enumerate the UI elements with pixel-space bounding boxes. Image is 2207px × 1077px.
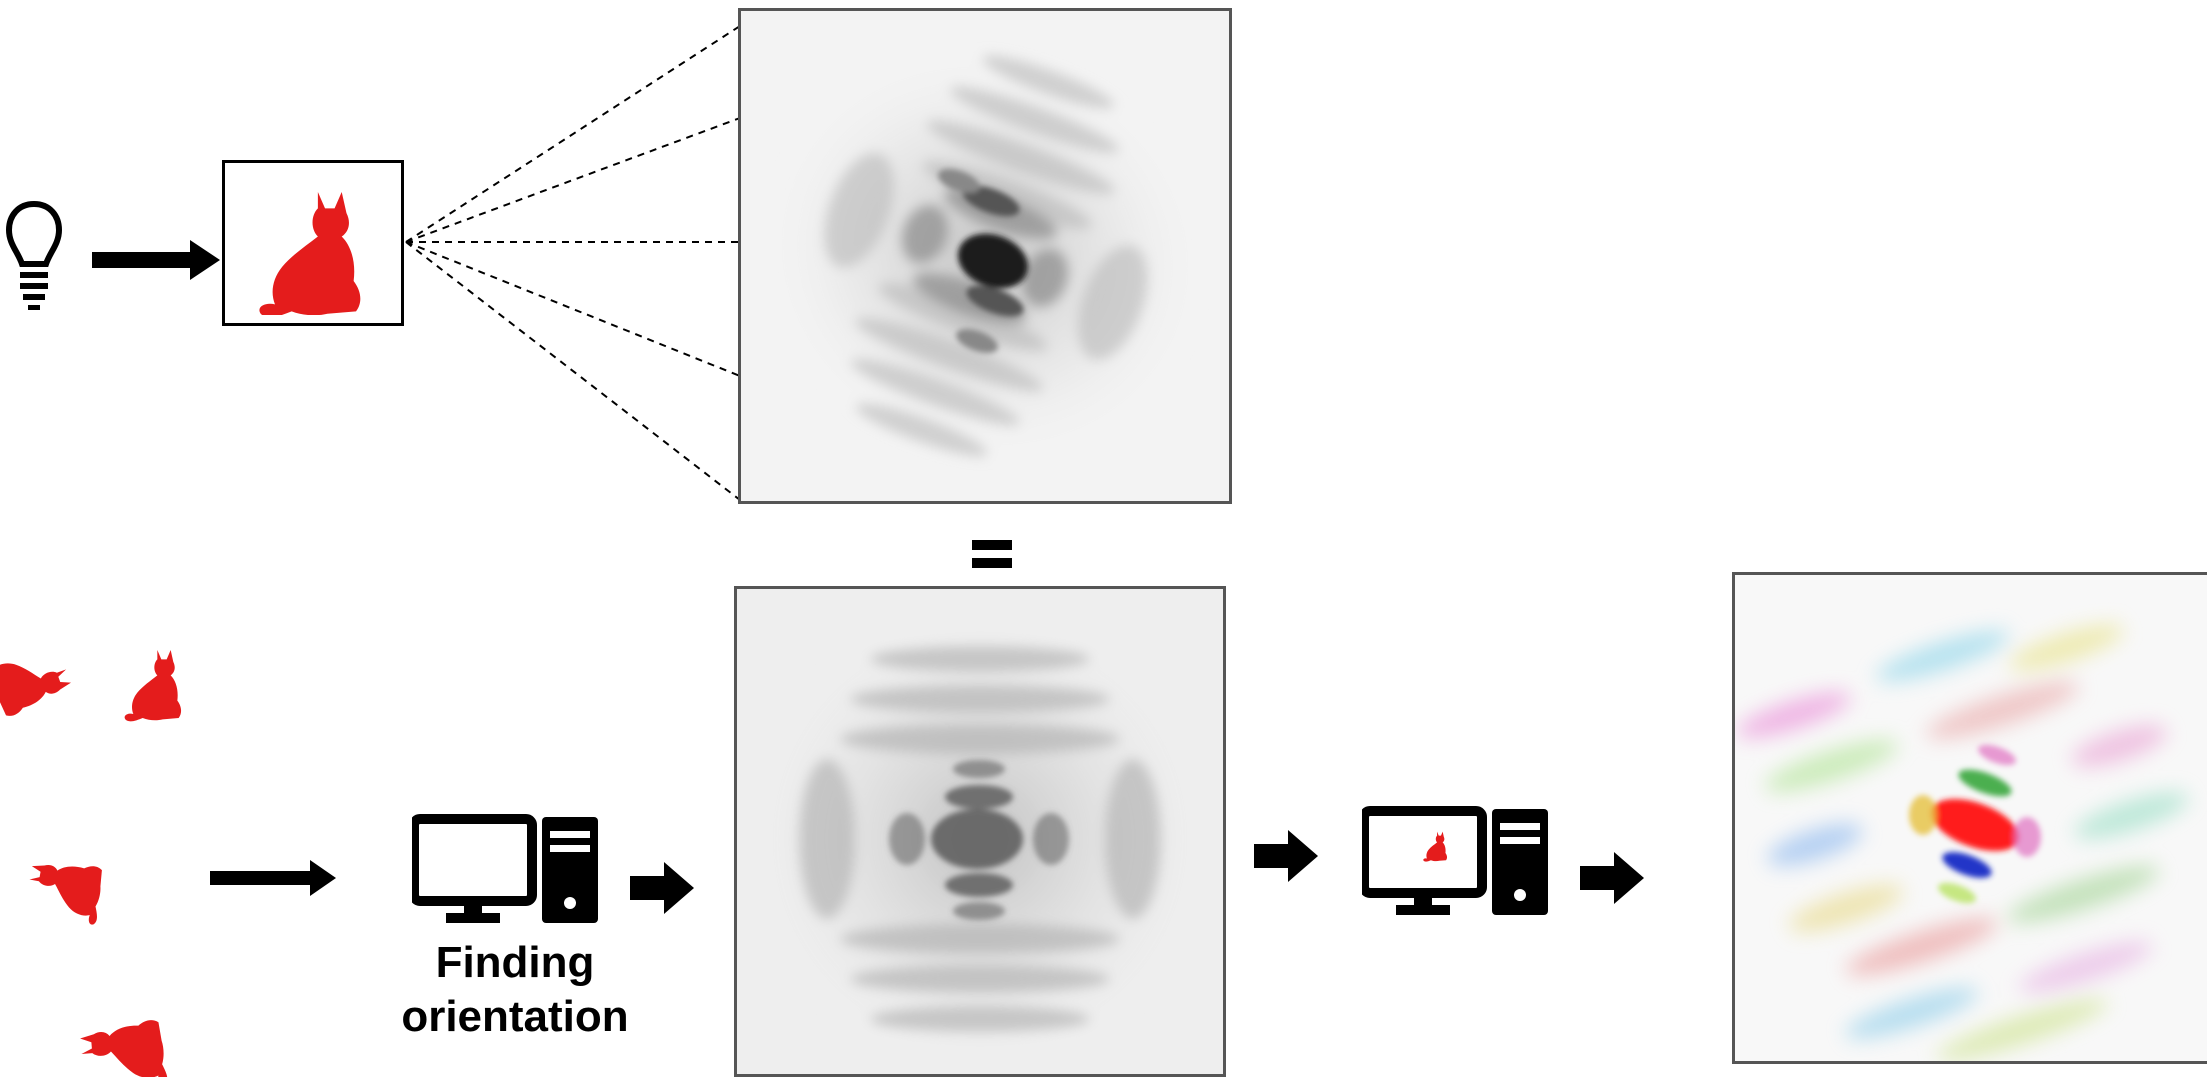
diffraction-pattern-top bbox=[738, 8, 1232, 504]
reconstruction-pattern bbox=[1732, 572, 2207, 1064]
caption-line-1: Finding bbox=[435, 938, 595, 987]
equals-symbol bbox=[968, 536, 1018, 572]
cat-silhouette-icon bbox=[255, 185, 365, 315]
computer-caption: Finding orientation bbox=[386, 936, 644, 1044]
desktop-computer-reconstruction-icon bbox=[1362, 806, 1552, 918]
cat-silhouette-icon bbox=[0, 631, 87, 750]
arrow-right-icon bbox=[92, 240, 222, 280]
object-box bbox=[222, 160, 404, 326]
cat-silhouette-icon bbox=[18, 822, 134, 938]
random-orientation-cats bbox=[0, 560, 240, 1077]
arrow-right-icon bbox=[210, 858, 340, 898]
diffraction-pattern-bottom bbox=[734, 586, 1226, 1077]
desktop-computer-icon bbox=[412, 814, 602, 926]
cat-silhouette-icon bbox=[120, 646, 210, 746]
arrow-right-icon bbox=[1580, 852, 1646, 904]
projection-lines bbox=[400, 0, 750, 520]
lightbulb-icon bbox=[6, 200, 62, 320]
cat-silhouette-icon bbox=[71, 983, 190, 1077]
caption-line-2: orientation bbox=[401, 992, 629, 1041]
arrow-right-icon bbox=[1254, 830, 1320, 882]
arrow-right-icon bbox=[630, 862, 696, 914]
